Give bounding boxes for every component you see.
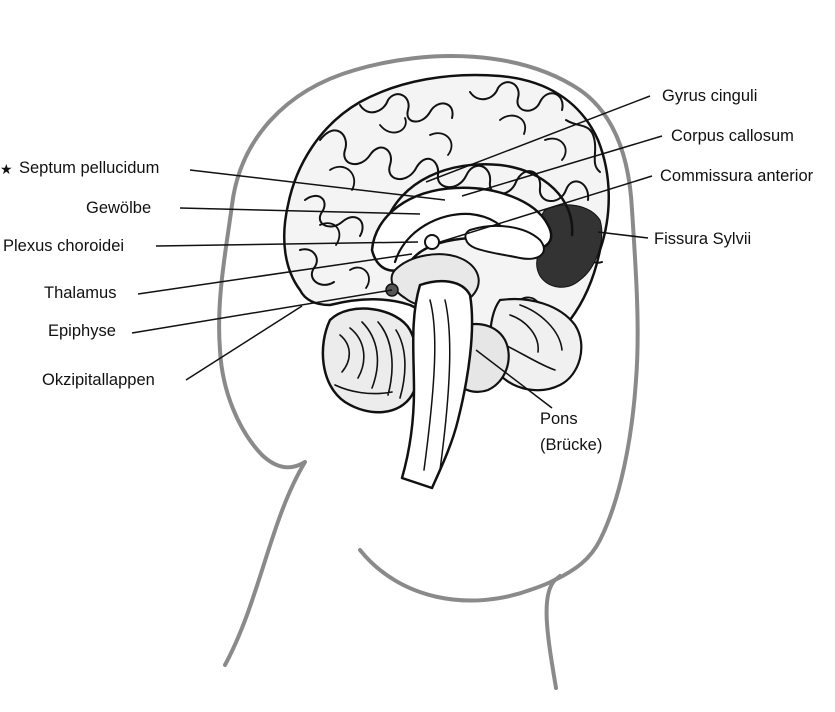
label-pons: Pons [540,410,578,428]
head-contour [217,54,640,690]
label-corpus-callosum: Corpus callosum [671,127,794,145]
leader-corpus-callosum [461,135,663,197]
leader-okzipitallappen [185,305,303,381]
leader-plexus-choroidei [155,241,419,247]
label-okzipitallappen: Okzipitallappen [42,371,155,389]
label-gewoelbe: Gewölbe [86,199,151,217]
lateral-ventricle [464,224,545,260]
label-thalamus: Thalamus [44,284,116,302]
label-gyrus-cinguli: Gyrus cinguli [662,87,757,105]
leader-septum-pellucidum [189,169,446,201]
head-outline [217,54,640,690]
neck-left-contour [223,453,307,667]
label-septum-pellucidum: Septum pellucidum [19,159,159,177]
leader-gyrus-cinguli [425,95,651,183]
cerebellum [321,307,420,414]
leader-thalamus [137,253,413,295]
label-fissura-sylvii: Fissura Sylvii [654,230,751,248]
brainstem-lines [423,299,451,471]
chin-contour [358,548,562,603]
leader-lines [131,95,663,409]
gyri-pattern [299,81,603,286]
leader-pons [475,349,553,409]
brainstem [400,279,474,490]
leader-fissura-sylvii [597,231,649,239]
leader-gewoelbe [179,207,421,215]
temporal-folds [504,304,563,371]
septum-star-marker: ★ [0,161,13,177]
label-commissura-anterior: Commissura anterior [660,167,814,185]
leader-commissura-anterior [439,175,653,243]
cerebellum-folia [334,321,406,399]
label-plexus-choroidei: Plexus choroidei [3,237,124,255]
anterior-commissure-dot [424,234,440,250]
label-epiphyse: Epiphyse [48,322,116,340]
leader-epiphyse [131,289,393,334]
label-pons-bruecke: (Brücke) [540,436,602,454]
brain-illustration [282,73,610,490]
labels: Gyrus cinguli Corpus callosum Commissura… [0,87,814,454]
